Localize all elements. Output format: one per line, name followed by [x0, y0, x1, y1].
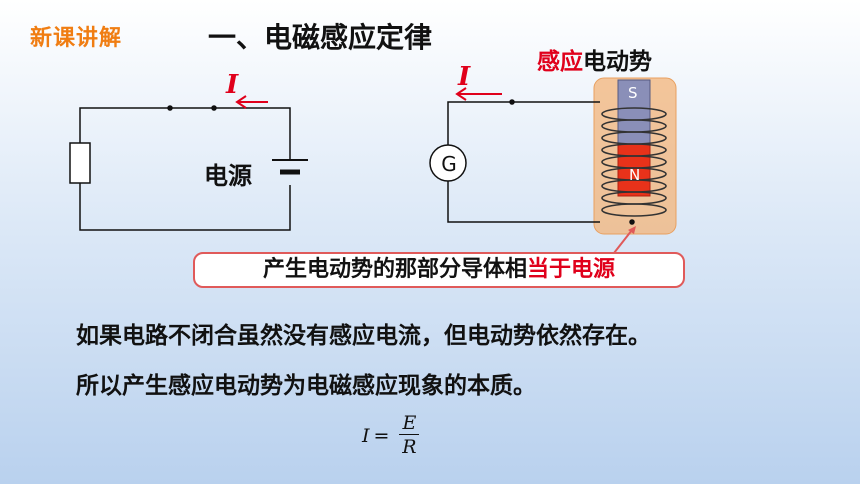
formula-equals: =	[373, 424, 390, 447]
galvanometer-label: G	[441, 152, 457, 176]
emf-heading: 感应电动势	[537, 42, 652, 76]
formula-lhs: I	[362, 424, 370, 447]
formula-denominator: R	[402, 436, 417, 458]
left-wire-top-left	[79, 107, 291, 231]
formula: I = E R	[362, 412, 420, 459]
switch-contact	[167, 105, 173, 111]
switch-contact	[211, 105, 217, 111]
body-line-2: 所以产生感应电动势为电磁感应现象的本质。	[76, 373, 536, 399]
formula-numerator: E	[399, 412, 420, 435]
power-source-label: 电源	[204, 162, 252, 190]
body-line-1: 如果电路不闭合虽然没有感应电流，但电动势依然存在。	[76, 323, 651, 349]
magnet-s-label: S	[628, 84, 638, 102]
magnet-n-label: N	[629, 166, 641, 184]
right-circuit	[447, 99, 635, 225]
emf-heading-highlight: 感应	[537, 49, 583, 75]
emf-heading-rest: 电动势	[583, 49, 652, 75]
right-wire-bottom	[447, 180, 600, 223]
left-circuit	[69, 105, 308, 231]
magnet-s-pole	[617, 79, 651, 145]
galvanometer	[429, 144, 467, 182]
section-tag: 新课讲解	[30, 26, 123, 51]
wire-joint	[629, 219, 635, 225]
coil	[601, 107, 667, 217]
callout-text: 产生电动势的那部分导体相	[262, 257, 527, 282]
callout-box: 产生电动势的那部分导体相当于电源	[193, 252, 685, 288]
callout-pointer	[613, 226, 636, 254]
wire-joint	[509, 99, 515, 105]
page-title: 一、电磁感应定律	[208, 21, 433, 54]
left-wire-top-right	[214, 107, 291, 160]
bar-magnet	[617, 79, 651, 197]
left-current-arrow	[235, 95, 268, 109]
right-current-arrow	[455, 87, 502, 101]
right-wire-top	[447, 101, 600, 145]
resistor	[69, 142, 91, 184]
right-current-label: I	[458, 62, 471, 92]
callout-highlight: 当于电源	[527, 257, 616, 282]
left-current-label: I	[226, 70, 239, 100]
formula-fraction: E R	[399, 412, 420, 459]
